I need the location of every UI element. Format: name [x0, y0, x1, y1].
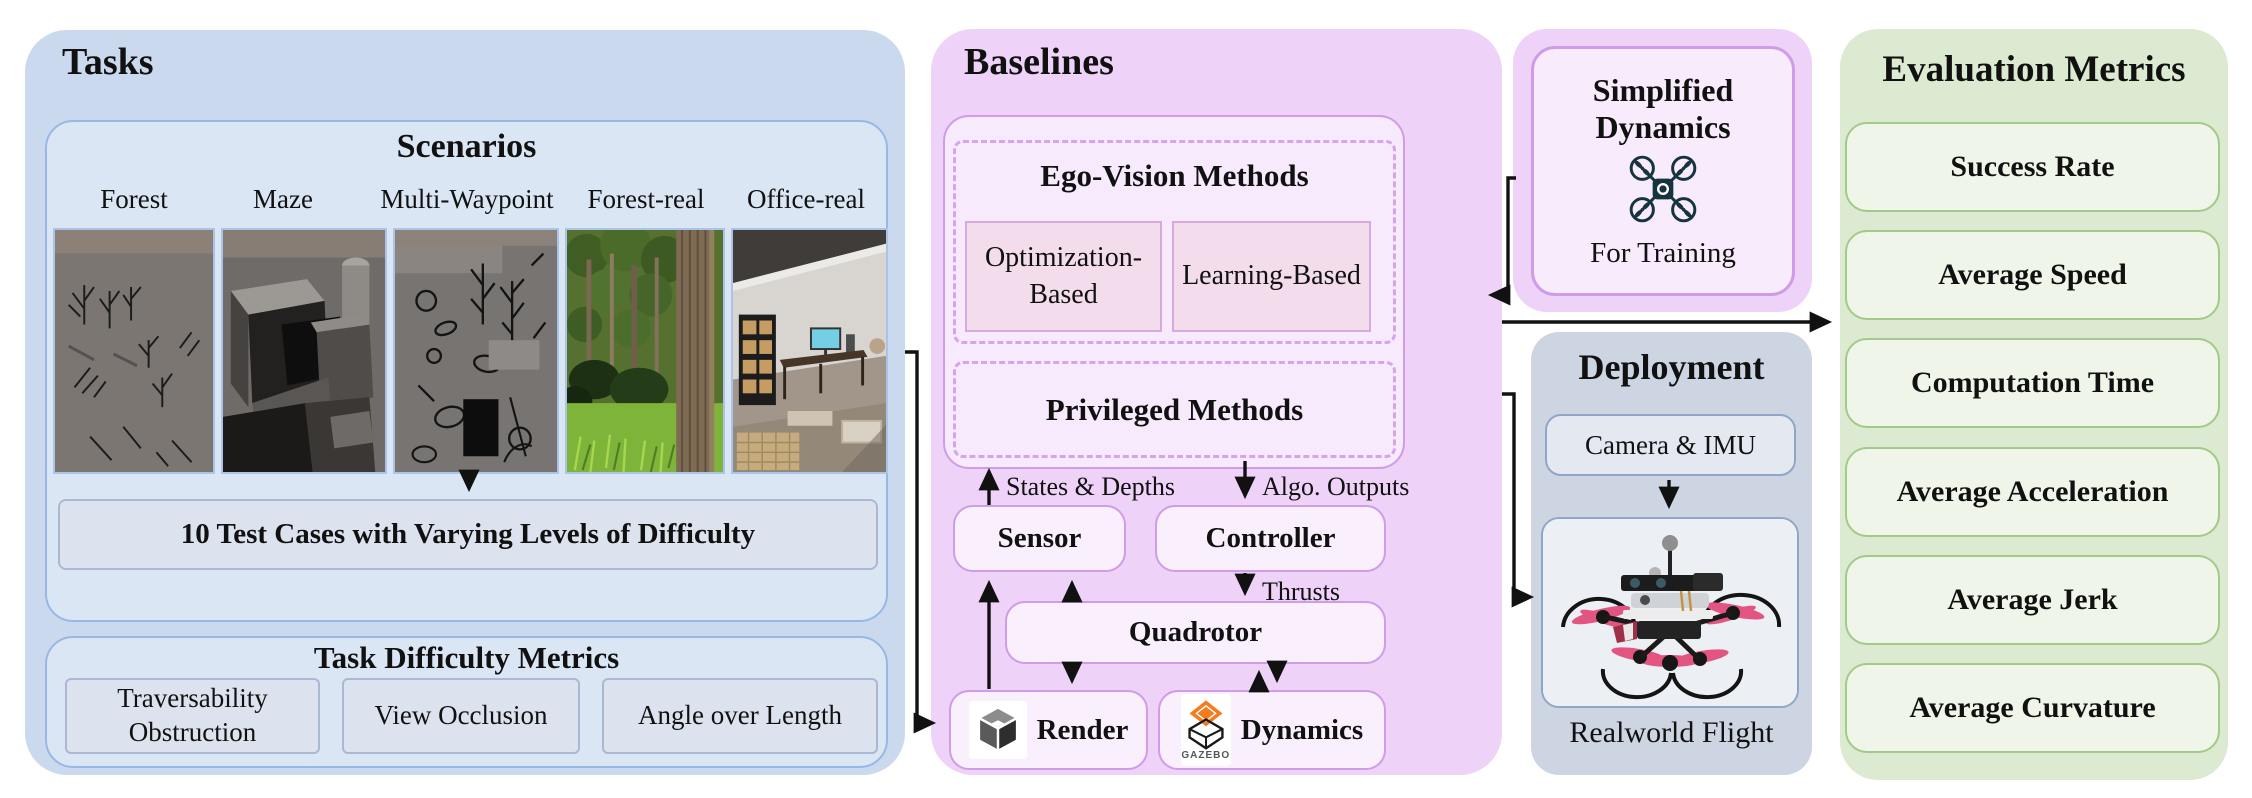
scenario-label-maze: Maze — [253, 184, 313, 214]
ego-vision-title: Ego-Vision Methods — [1040, 158, 1309, 193]
dynamics-box: GAZEBO Dynamics — [1158, 690, 1386, 770]
test-cases-label: 10 Test Cases with Varying Levels of Dif… — [180, 518, 756, 550]
gazebo-logo-text: GAZEBO — [1181, 750, 1231, 761]
simplified-dynamics-title: Simplified Dynamics — [1592, 72, 1734, 145]
algo-outputs-label: Algo. Outputs — [1262, 472, 1410, 501]
gazebo-logo-icon: GAZEBO — [1180, 694, 1231, 766]
scenario-image-multi-waypoint — [393, 228, 559, 474]
learning-based-box: Learning-Based — [1172, 221, 1371, 332]
quadrotor-icon — [1626, 152, 1700, 231]
scenario-image-office-real — [731, 228, 888, 474]
simplified-dynamics-box: Simplified Dynamics — [1531, 46, 1795, 296]
metric-success-rate: Success Rate — [1845, 122, 2220, 212]
baselines-title: Baselines — [964, 41, 1114, 83]
privileged-methods-box — [953, 361, 1396, 458]
metric-average-curvature: Average Curvature — [1845, 663, 2220, 753]
realworld-drone-image — [1541, 517, 1799, 708]
metric-average-jerk: Average Jerk — [1845, 555, 2220, 645]
scenario-label-forest-real: Forest-real — [587, 184, 705, 214]
difficulty-metric-traversability: Traversability Obstruction — [65, 678, 320, 754]
metric-average-speed: Average Speed — [1845, 230, 2220, 320]
arrow-privileged-to-drone — [1502, 392, 1535, 608]
optimization-based-box: Optimization-Based — [965, 221, 1162, 332]
arrow-tasks-to-render — [905, 350, 937, 734]
quadrotor-box: Quadrotor — [1005, 601, 1386, 664]
camera-imu-box: Camera & IMU — [1545, 414, 1796, 476]
metric-average-acceleration: Average Acceleration — [1845, 447, 2220, 537]
ego-vision-box — [953, 140, 1396, 344]
scenario-label-office-real: Office-real — [747, 184, 865, 214]
difficulty-metric-angle-over-length: Angle over Length — [602, 678, 878, 754]
for-training-label: For Training — [1590, 236, 1736, 269]
deployment-title: Deployment — [1578, 347, 1765, 387]
render-box: Render — [949, 690, 1148, 770]
sensor-box: Sensor — [953, 505, 1126, 572]
test-cases-box: 10 Test Cases with Varying Levels of Dif… — [58, 499, 878, 570]
tasks-title: Tasks — [62, 41, 154, 83]
scenario-image-forest — [53, 228, 215, 474]
states-depths-label: States & Depths — [1006, 472, 1175, 501]
evaluation-title: Evaluation Metrics — [1882, 49, 2186, 90]
scenario-label-forest: Forest — [100, 184, 168, 214]
scenario-image-maze — [221, 228, 387, 474]
scenarios-title: Scenarios — [396, 128, 537, 165]
difficulty-title: Task Difficulty Metrics — [313, 640, 620, 675]
scenario-image-forest-real — [565, 228, 725, 474]
unity-logo-icon — [968, 701, 1027, 759]
realworld-flight-label: Realworld Flight — [1569, 716, 1774, 749]
metric-computation-time: Computation Time — [1845, 338, 2220, 428]
privileged-methods-title: Privileged Methods — [1045, 391, 1304, 427]
controller-box: Controller — [1155, 505, 1386, 572]
difficulty-metric-view-occlusion: View Occlusion — [342, 678, 580, 754]
scenario-label-multi-waypoint: Multi-Waypoint — [380, 184, 554, 214]
